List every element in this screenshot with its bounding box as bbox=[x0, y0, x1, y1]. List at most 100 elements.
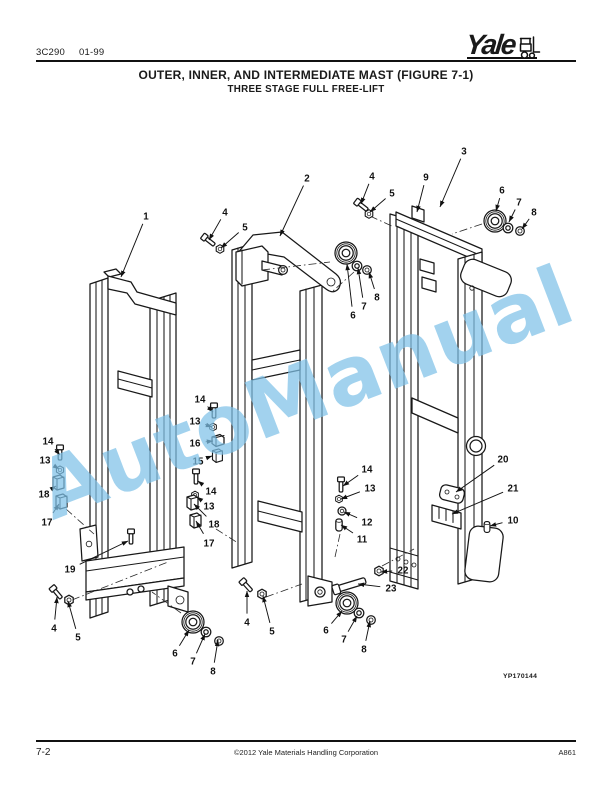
callout-leader bbox=[206, 405, 214, 413]
yale-logo: Yale bbox=[464, 29, 556, 61]
callout-leader bbox=[380, 569, 393, 574]
callout-leader bbox=[178, 629, 190, 647]
part-callout-18: 18 bbox=[39, 489, 50, 500]
doc-code: 3C290 bbox=[36, 47, 65, 58]
footer-doc-id: A861 bbox=[558, 748, 576, 757]
callout-leader bbox=[489, 522, 503, 527]
part-callout-22: 22 bbox=[398, 565, 409, 576]
callout-leader bbox=[213, 639, 220, 663]
callout-leader bbox=[205, 422, 213, 428]
callout-leader bbox=[279, 185, 304, 237]
callout-leader bbox=[455, 464, 495, 493]
callout-leader bbox=[196, 496, 204, 503]
part-callout-14: 14 bbox=[43, 436, 54, 447]
part-callout-8: 8 bbox=[361, 644, 367, 655]
part-callout-5: 5 bbox=[75, 632, 81, 643]
callout-leader bbox=[451, 491, 504, 515]
callout-leader bbox=[54, 596, 59, 620]
part-callout-8: 8 bbox=[210, 666, 216, 677]
part-callout-5: 5 bbox=[389, 188, 395, 199]
part-callout-6: 6 bbox=[172, 648, 178, 659]
callout-leader bbox=[79, 540, 129, 565]
callout-leader bbox=[262, 595, 271, 624]
forklift-icon bbox=[519, 36, 541, 59]
callout-leader bbox=[360, 183, 370, 205]
part-callout-3: 3 bbox=[461, 146, 467, 157]
footer-page-number: 7-2 bbox=[36, 747, 51, 758]
part-callout-13: 13 bbox=[365, 483, 376, 494]
callout-leader bbox=[220, 232, 240, 249]
callout-leader bbox=[205, 439, 214, 444]
part-callout-9: 9 bbox=[423, 172, 429, 183]
part-callout-5: 5 bbox=[242, 222, 248, 233]
part-callout-23: 23 bbox=[386, 583, 397, 594]
callout-leader bbox=[508, 209, 516, 223]
part-callout-14: 14 bbox=[362, 464, 373, 475]
part-callout-20: 20 bbox=[498, 454, 509, 465]
mast-assembly-1-drawing bbox=[79, 268, 189, 619]
part-callout-16: 16 bbox=[190, 438, 201, 449]
part-callout-5: 5 bbox=[269, 626, 275, 637]
part-callout-12: 12 bbox=[362, 517, 373, 528]
page-title: OUTER, INNER, AND INTERMEDIATE MAST (FIG… bbox=[138, 68, 474, 82]
callout-leader bbox=[345, 263, 353, 307]
part-callout-2: 2 bbox=[304, 173, 310, 184]
callout-leader bbox=[357, 582, 381, 588]
part-callout-15: 15 bbox=[193, 456, 204, 467]
part-callout-7: 7 bbox=[516, 197, 522, 208]
part-callout-7: 7 bbox=[341, 634, 347, 645]
callout-leader bbox=[208, 219, 222, 241]
callout-leader bbox=[195, 520, 204, 534]
part-callout-18: 18 bbox=[209, 519, 220, 530]
callout-leader bbox=[369, 198, 386, 213]
part-callout-11: 11 bbox=[357, 534, 368, 545]
part-callout-14: 14 bbox=[206, 486, 217, 497]
part-callout-13: 13 bbox=[190, 416, 201, 427]
bolt-23-drawing bbox=[331, 577, 367, 596]
assembly-centerlines bbox=[65, 215, 483, 614]
callout-leader bbox=[197, 480, 205, 487]
callout-leader bbox=[347, 615, 358, 632]
callout-leader bbox=[54, 448, 61, 456]
part-callout-7: 7 bbox=[361, 301, 367, 312]
callout-leader bbox=[416, 184, 425, 213]
callout-leader bbox=[439, 158, 462, 208]
callout-leader bbox=[521, 218, 530, 230]
part-callout-4: 4 bbox=[244, 617, 250, 628]
callout-leader bbox=[368, 271, 375, 290]
part-callout-8: 8 bbox=[374, 292, 380, 303]
callout-leader bbox=[365, 620, 371, 641]
footer-copyright: ©2012 Yale Materials Handling Corporatio… bbox=[233, 748, 379, 757]
drawing-number: YP170144 bbox=[503, 673, 538, 680]
brand-underline bbox=[467, 57, 537, 60]
part-callout-21: 21 bbox=[508, 483, 519, 494]
callout-leader bbox=[67, 600, 77, 630]
part-callout-10: 10 bbox=[508, 515, 519, 526]
part-callout-1: 1 bbox=[143, 211, 149, 222]
callout-leader bbox=[49, 485, 57, 492]
footer-rule bbox=[36, 740, 576, 743]
callout-leader bbox=[120, 223, 144, 278]
part-callout-17: 17 bbox=[42, 517, 53, 528]
mast-assembly-3-drawing bbox=[389, 205, 512, 590]
callout-leader bbox=[342, 474, 359, 487]
part-callout-6: 6 bbox=[323, 625, 329, 636]
page-subtitle: THREE STAGE FULL FREE-LIFT bbox=[227, 84, 385, 95]
callout-leader bbox=[52, 503, 60, 514]
part-callout-8: 8 bbox=[531, 207, 537, 218]
part-callout-4: 4 bbox=[222, 207, 228, 218]
callout-leader bbox=[343, 511, 358, 519]
part-callout-4: 4 bbox=[369, 171, 375, 182]
callout-leader bbox=[205, 455, 213, 461]
callout-leader bbox=[340, 524, 354, 534]
callout-leader bbox=[195, 633, 206, 654]
fastener-parts-drawing bbox=[48, 197, 491, 606]
part-callout-4: 4 bbox=[51, 623, 57, 634]
part-callout-19: 19 bbox=[65, 564, 76, 575]
callout-leader bbox=[331, 610, 343, 624]
part-callout-7: 7 bbox=[190, 656, 196, 667]
